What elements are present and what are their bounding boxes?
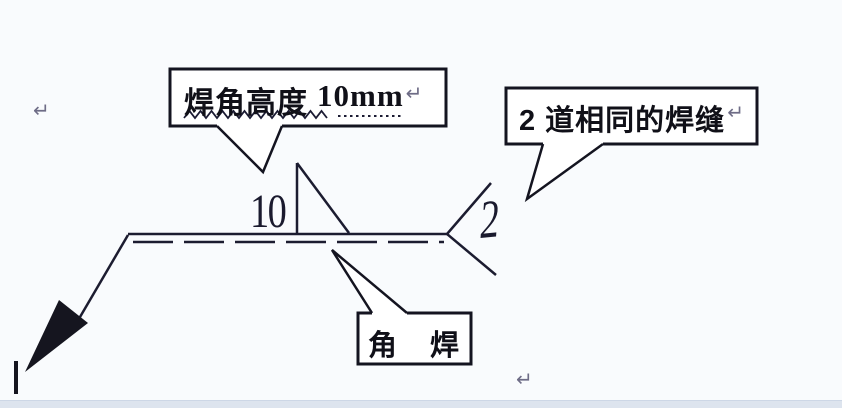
tail-fork	[445, 182, 497, 276]
callout-box-fillet-height[interactable]	[168, 67, 448, 128]
paragraph-mark-icon: ↵	[405, 81, 423, 105]
callout-pointer-fillet-height	[216, 125, 284, 175]
callout-identical-welds-label: 2 道相同的焊缝 ↵	[519, 97, 744, 139]
paragraph-mark-icon: ↵	[33, 98, 50, 122]
fillet-height-text: 焊角高度	[184, 87, 308, 120]
page-edge-strip	[0, 400, 842, 408]
spellcheck-wavy-underline	[183, 109, 328, 120]
leader-arrowhead-icon	[25, 300, 88, 372]
callout-pointer-fillet-weld	[330, 249, 408, 314]
callout-box-fillet-weld[interactable]	[356, 311, 473, 366]
identical-welds-text: 2 道相同的焊缝	[519, 105, 726, 137]
leg-size-value: 10	[250, 185, 287, 238]
text-cursor[interactable]	[14, 361, 18, 394]
weld-count-value: 2	[478, 188, 501, 250]
callout-pointer-identical-welds	[524, 142, 604, 203]
fillet-weld-triangle-icon	[295, 162, 351, 234]
callout-fillet-height-label: 焊角高度 10mm ↵	[184, 78, 422, 122]
leader-line	[78, 234, 130, 318]
fillet-weld-text: 角 焊	[367, 330, 461, 362]
paragraph-mark-icon: ↵	[516, 367, 533, 391]
callout-fillet-weld-label: 角 焊	[358, 322, 471, 364]
callout-box-identical-welds[interactable]	[504, 86, 759, 146]
paragraph-mark-icon: ↵	[727, 100, 744, 124]
fillet-height-value: 10mm	[317, 78, 404, 113]
